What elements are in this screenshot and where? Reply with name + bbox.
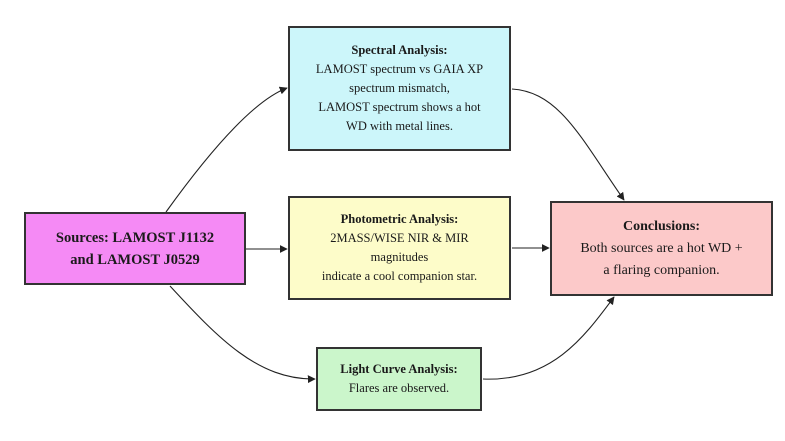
spectral-analysis-line-2: spectrum mismatch,: [349, 81, 450, 95]
photometric-analysis-line-1: 2MASS/WISE NIR & MIR: [330, 231, 469, 245]
photometric-analysis-line-3: indicate a cool companion star.: [321, 269, 478, 283]
photometric-analysis-title: Photometric Analysis:: [340, 212, 459, 226]
edge-sources-to-spectral: [165, 86, 288, 213]
conclusions-line-1: Both sources are a hot WD +: [580, 240, 743, 256]
sources-line-2: and LAMOST J0529: [70, 251, 200, 268]
spectral-analysis-title: Spectral Analysis:: [351, 43, 448, 57]
light-curve-analysis-line-1: Flares are observed.: [348, 381, 450, 395]
edge-sources-to-lightcurve: [169, 285, 316, 384]
spectral-analysis-node: Spectral Analysis: LAMOST spectrum vs GA…: [288, 26, 511, 151]
sources-line-1: Sources: LAMOST J1132: [55, 229, 215, 246]
spectral-analysis-line-1: LAMOST spectrum vs GAIA XP: [315, 62, 484, 76]
conclusions-line-2: a flaring companion.: [603, 262, 720, 278]
edge-spectral-to-conclusions: [511, 88, 625, 201]
light-curve-analysis-title: Light Curve Analysis:: [340, 362, 458, 376]
sources-node: Sources: LAMOST J1132 and LAMOST J0529: [24, 212, 246, 285]
photometric-analysis-line-2: magnitudes: [370, 250, 429, 264]
spectral-analysis-line-4: WD with metal lines.: [346, 119, 453, 133]
edge-lightcurve-to-conclusions: [482, 296, 615, 380]
light-curve-analysis-node: Light Curve Analysis: Flares are observe…: [316, 347, 482, 411]
photometric-analysis-node: Photometric Analysis: 2MASS/WISE NIR & M…: [288, 196, 511, 300]
spectral-analysis-line-3: LAMOST spectrum shows a hot: [318, 100, 481, 114]
conclusions-node: Conclusions: Both sources are a hot WD +…: [550, 201, 773, 296]
conclusions-title: Conclusions:: [622, 218, 701, 234]
